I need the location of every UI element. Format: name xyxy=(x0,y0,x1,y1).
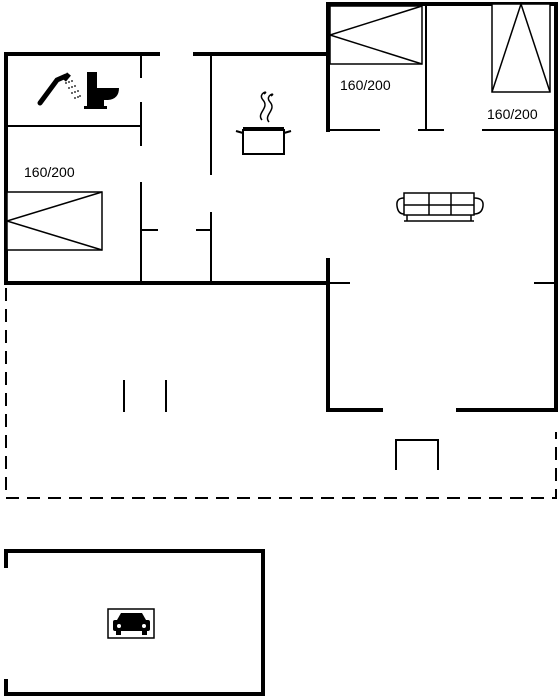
sofa-icon xyxy=(396,192,484,222)
bed-label-right: 160/200 xyxy=(487,106,538,122)
car-icon xyxy=(107,608,155,639)
bed-label-middle: 160/200 xyxy=(340,77,391,93)
terrace-outline xyxy=(5,288,557,499)
carport xyxy=(4,549,265,696)
bed-label-left: 160/200 xyxy=(24,164,75,180)
bed-top-middle xyxy=(327,5,423,65)
toilet-icon xyxy=(84,72,119,109)
cooking-pot-icon xyxy=(235,91,292,155)
exterior-walls xyxy=(4,2,558,412)
interior-walls xyxy=(8,6,554,284)
bed-top-right xyxy=(491,1,551,93)
shower-icon xyxy=(37,72,81,106)
bed-left xyxy=(4,191,103,251)
entrance-step xyxy=(395,439,439,470)
